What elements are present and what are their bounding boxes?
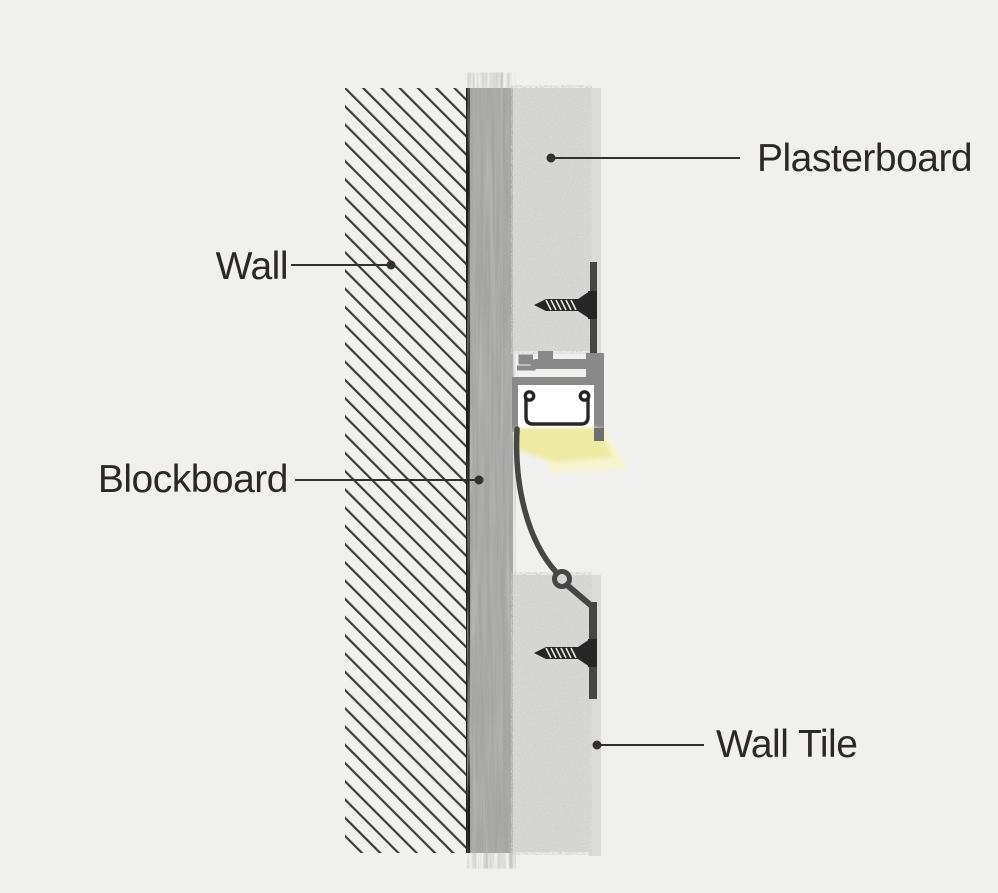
wall-tile-panel xyxy=(513,575,601,856)
screw-threads xyxy=(545,299,577,311)
blockboard-label-text: Blockboard xyxy=(98,458,288,501)
led-strip-clip xyxy=(523,390,591,426)
wall-tile-label-text: Wall Tile xyxy=(716,723,857,766)
screw-head-cone xyxy=(578,291,590,319)
clip-left-curl xyxy=(523,390,536,402)
wall-hatch-area xyxy=(345,88,466,853)
screw-head-cone xyxy=(578,639,590,667)
flange-hook-loop xyxy=(552,569,572,589)
screw-tip xyxy=(534,647,546,659)
screw-threads xyxy=(545,647,577,659)
leader-dot xyxy=(386,260,396,270)
bracket-s-clip xyxy=(517,354,536,371)
label-blockboard: Blockboard xyxy=(98,458,484,501)
wall-tile-speckle-texture xyxy=(513,575,590,852)
label-plasterboard: Plasterboard xyxy=(546,137,973,180)
label-wall-tile: Wall Tile xyxy=(592,723,858,766)
led-profile xyxy=(512,262,629,699)
bracket-tab xyxy=(538,351,553,360)
flange-diagonal-leg xyxy=(564,582,597,611)
channel-right-lip xyxy=(594,428,604,441)
label-wall: Wall xyxy=(216,245,396,288)
profile-top-bracket xyxy=(517,351,604,377)
blockboard-grain-texture xyxy=(470,88,513,853)
leader-dot xyxy=(474,475,484,485)
blockboard-panel xyxy=(470,88,513,853)
light-glow-bright xyxy=(514,428,614,462)
plasterboard-label-text: Plasterboard xyxy=(757,137,972,180)
bracket-right-block xyxy=(586,353,604,377)
screw-head-face xyxy=(588,291,597,319)
screw-head-face xyxy=(588,639,597,667)
leader-dot xyxy=(592,740,602,750)
profile-curved-flange xyxy=(513,426,559,575)
clip-right-curl xyxy=(578,390,591,402)
wall-face-line xyxy=(466,88,470,853)
wall-label-text: Wall xyxy=(216,245,288,288)
screw-bottom xyxy=(534,639,597,667)
leader-dot xyxy=(546,153,556,163)
screw-tip xyxy=(534,299,546,311)
plasterboard-speckle-texture xyxy=(513,88,590,351)
bracket-bar xyxy=(535,359,588,369)
screw-top xyxy=(534,291,597,319)
clip-u-body xyxy=(524,397,590,426)
